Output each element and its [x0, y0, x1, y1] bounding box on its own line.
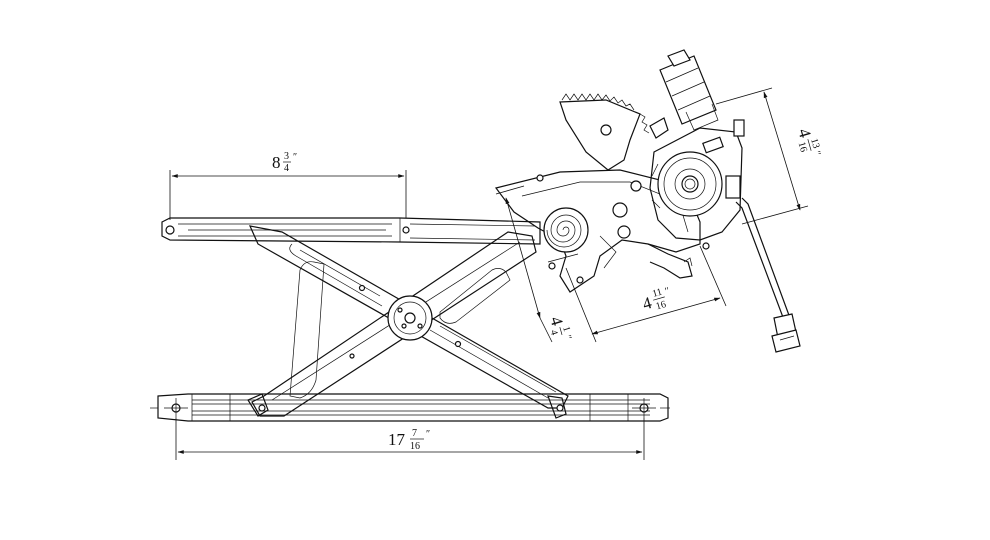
dim-arm-den: 4: [284, 163, 289, 174]
dim-motor-num: 13: [808, 137, 821, 150]
dimension-motor-height: 4 13 16 ″: [715, 87, 829, 225]
dim-width-num: 11: [651, 287, 663, 300]
dim-width-unit: ″: [664, 286, 671, 298]
dimension-bracket-width: 4 11 16 ″: [565, 245, 727, 343]
motor-cable: [735, 197, 801, 353]
dimension-overall-length: 17 7 16 ″: [175, 418, 645, 460]
dim-motor-den: 16: [796, 141, 809, 154]
dim-width-den: 16: [655, 299, 668, 312]
spiral-spring: [543, 207, 589, 253]
dim-overall-den: 16: [410, 441, 420, 452]
upper-arm: [161, 217, 541, 245]
dim-arm-unit: ″: [293, 152, 297, 163]
dimension-arm-length: 8 3 4 ″: [169, 150, 407, 220]
arm-end-hole: [165, 225, 175, 235]
dim-overall-unit: ″: [426, 429, 430, 440]
dim-height-unit: ″: [562, 334, 574, 341]
bottom-rail: [150, 393, 670, 422]
motor-body: [659, 49, 719, 131]
lower-cam: [647, 243, 693, 279]
dim-overall-whole: 17: [388, 430, 406, 449]
dim-arm-whole: 8: [272, 153, 281, 172]
dim-overall-num: 7: [412, 428, 417, 439]
dimension-bracket-height: 4 1 4 ″: [495, 185, 580, 355]
center-pivot: [387, 295, 433, 341]
sector-gear: [559, 93, 669, 171]
dim-height-den: 4: [548, 329, 560, 337]
dim-height-num: 1: [560, 325, 572, 333]
motor-assembly: [649, 119, 745, 250]
dim-motor-unit: ″: [811, 150, 823, 157]
dim-arm-num: 3: [284, 151, 289, 162]
scissor-arm-a: [248, 225, 569, 419]
